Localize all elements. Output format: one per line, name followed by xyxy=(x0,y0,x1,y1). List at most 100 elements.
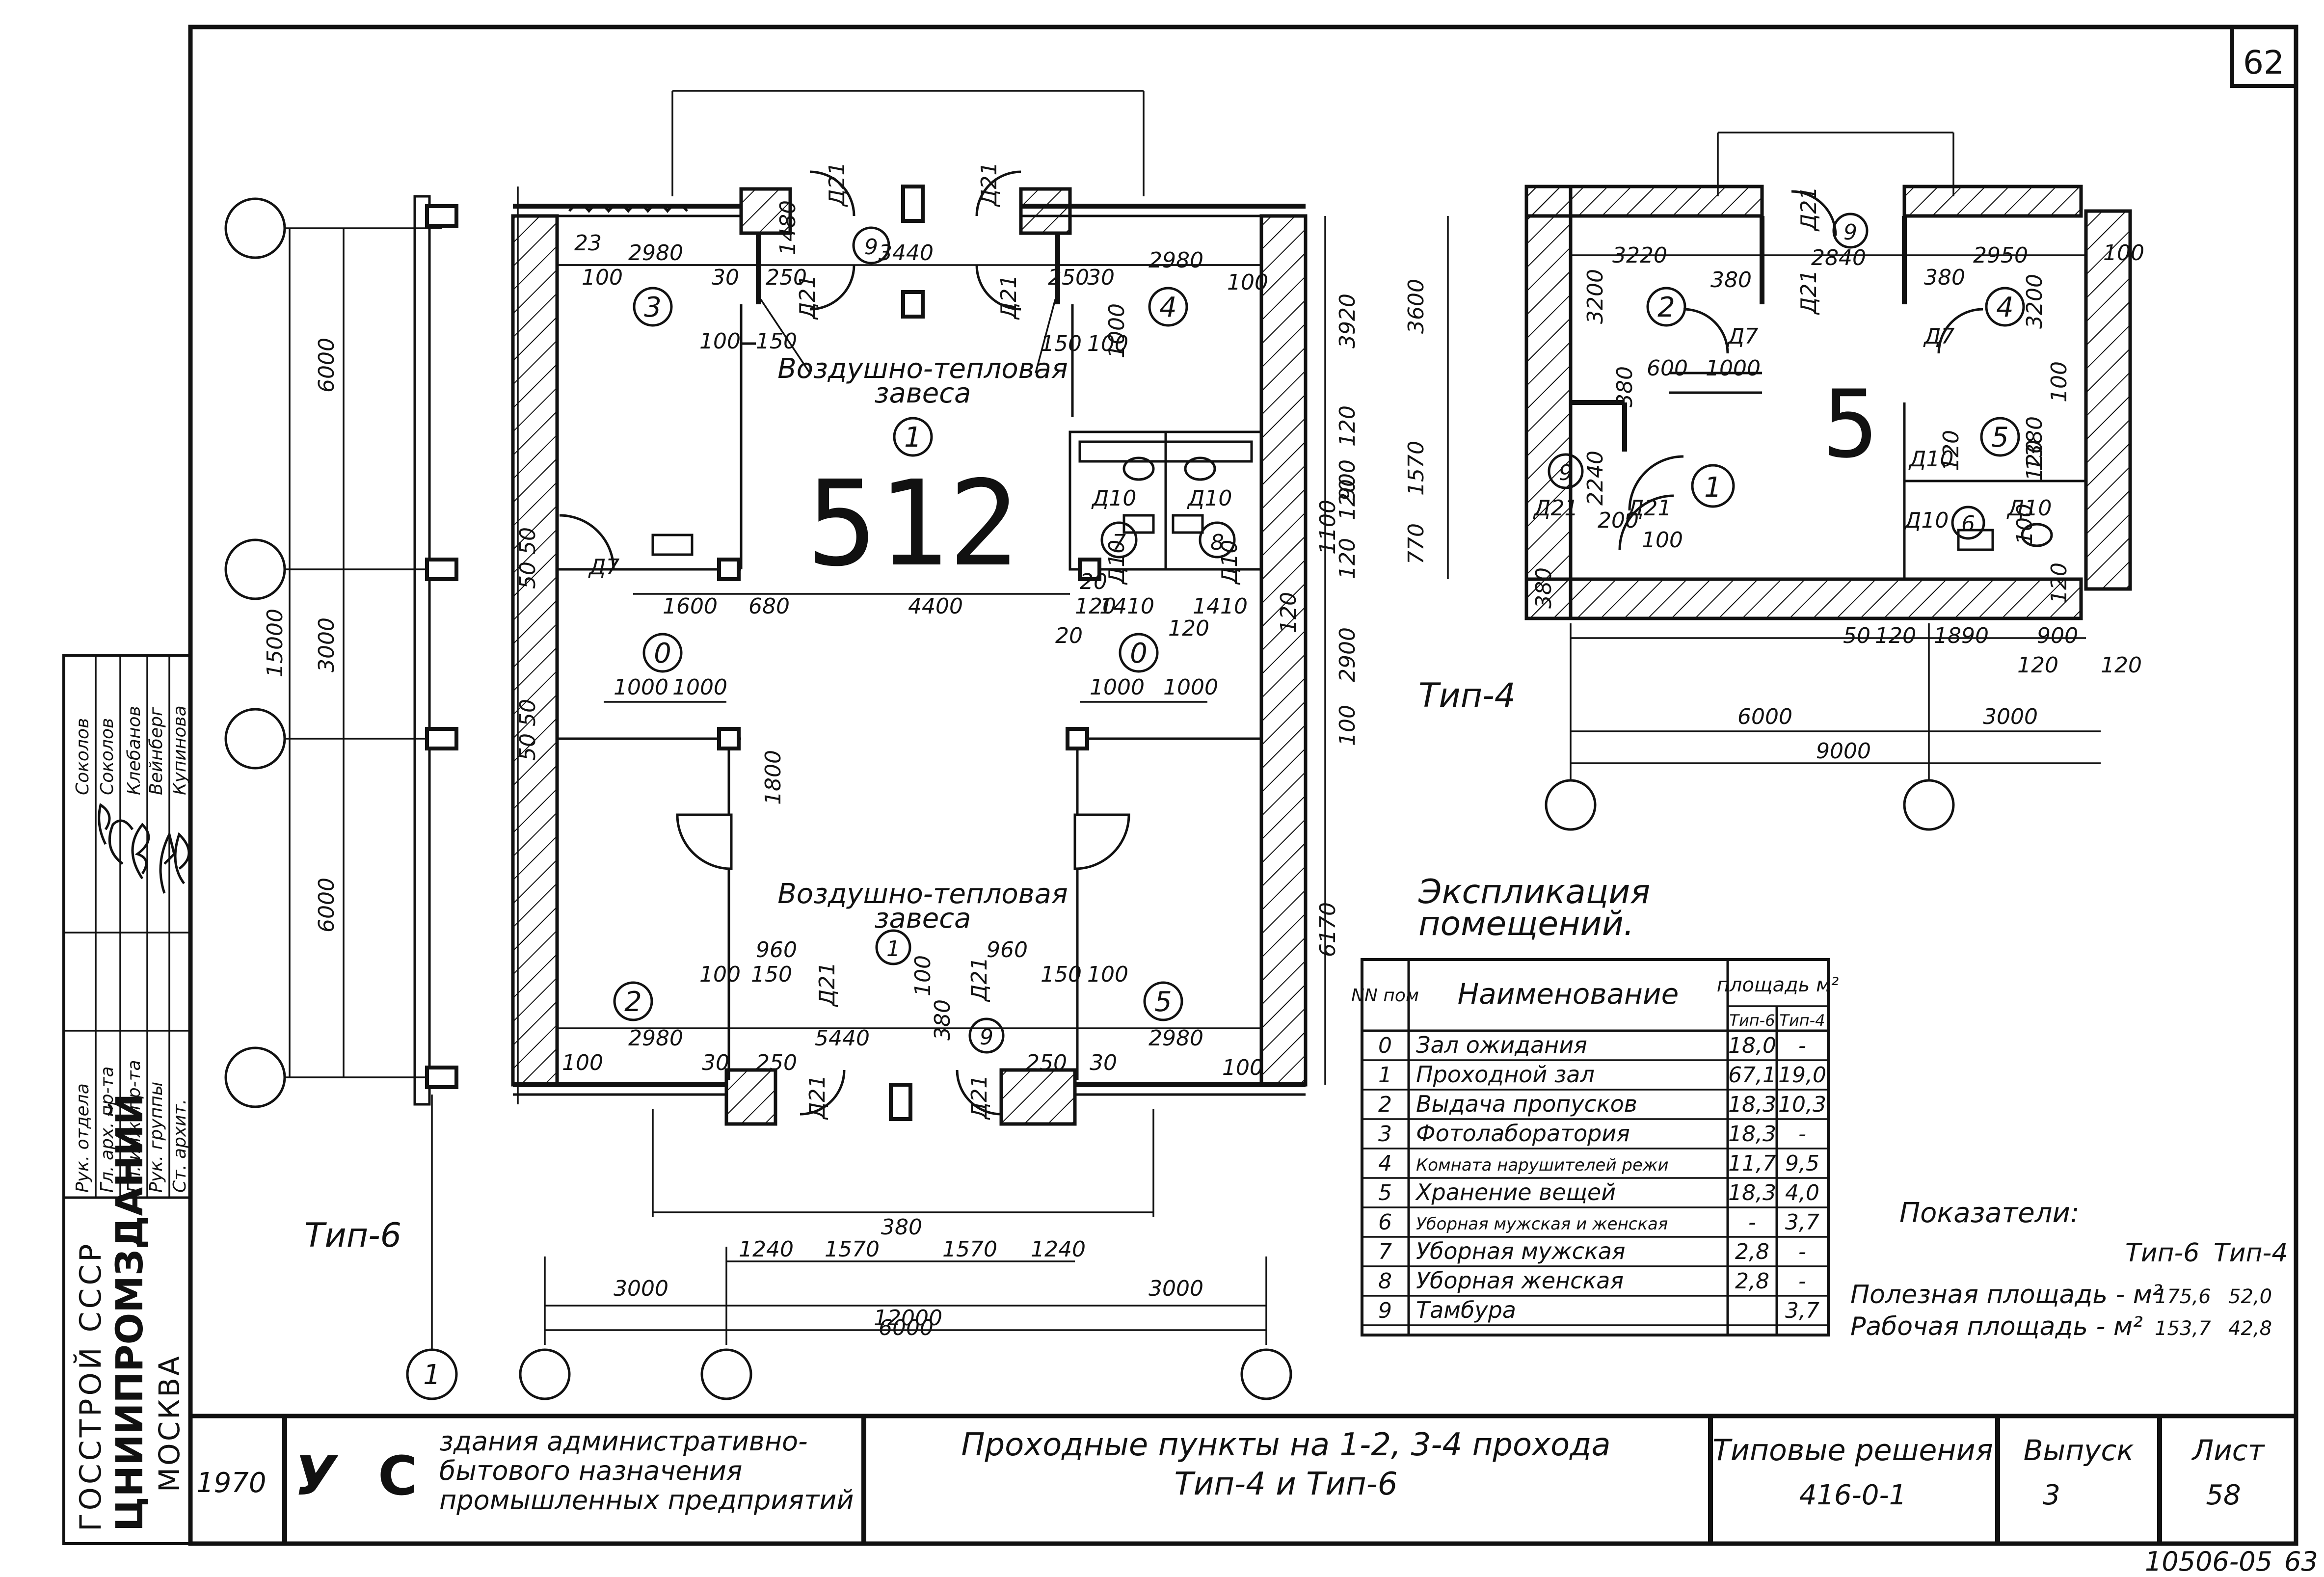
table-cell-t4: 9,5 xyxy=(1785,1151,1819,1176)
tbl-h-t6: Тип-6 xyxy=(1729,1011,1775,1030)
door-d10-1: Д10 xyxy=(1091,486,1136,511)
left-stamp: Рук. отдела Гл. арх. пр-та Гл. инж. пр-т… xyxy=(62,654,192,1545)
table-cell-name: Комната нарушителей режи xyxy=(1416,1155,1669,1175)
t4-dim-2240: 2240 xyxy=(1583,451,1608,506)
stamp-role-4: Рук. группы xyxy=(146,1082,166,1193)
table-cell-t6: 11,7 xyxy=(1728,1151,1776,1176)
table-cell-t6: 67,1 xyxy=(1728,1063,1776,1088)
door-d7: Д7 xyxy=(588,555,619,580)
t4-dim-left-770: 770 xyxy=(1404,523,1429,564)
dim-t-1480: 1480 xyxy=(775,200,801,255)
dim-t-250: 250 xyxy=(766,265,807,290)
dim-b1-1240b: 1240 xyxy=(1031,1237,1086,1262)
t4-door-2: Д21 xyxy=(1796,270,1821,315)
t4-room-1: 1 xyxy=(1704,472,1722,504)
dim-b2-6000: 6000 xyxy=(879,1315,934,1340)
indicator-row-2-t6: 153,7 xyxy=(2155,1317,2211,1340)
dim-m-50d: 50 xyxy=(515,699,540,726)
table-cell-num: 4 xyxy=(1378,1151,1392,1176)
dim-m-2980a: 2980 xyxy=(628,1026,683,1051)
stamp-role-1: Рук. отдела xyxy=(73,1083,93,1193)
table-cell-t4: - xyxy=(1798,1269,1806,1294)
dim-m-50a: 50 xyxy=(515,561,540,589)
table-cell-name: Выдача пропусков xyxy=(1416,1091,1637,1117)
explication-title-1: Экспликация xyxy=(1418,873,1650,911)
dim-m-100f: 100 xyxy=(562,1050,603,1075)
stamp-role-2: Гл. арх. пр-та xyxy=(97,1067,117,1193)
table-cell-name: Тамбура xyxy=(1416,1297,1516,1323)
door-d21-2: Д21 xyxy=(977,162,1002,207)
dim-m-1000a: 1000 xyxy=(614,675,668,700)
dim-m-100g: 100 xyxy=(1222,1055,1263,1080)
t4-dim-120b: 120 xyxy=(2022,440,2047,481)
explication-title-2: помещений. xyxy=(1418,905,1634,943)
room-0-left: 0 xyxy=(654,638,671,669)
table-cell-num: 2 xyxy=(1378,1092,1392,1117)
table-cell-num: 0 xyxy=(1378,1033,1392,1058)
room-2: 2 xyxy=(624,986,642,1018)
t4-dim-3200a: 3200 xyxy=(1583,269,1608,324)
dim-m-1800: 1800 xyxy=(761,750,786,805)
t4-dim-100c: 100 xyxy=(2047,361,2072,402)
t4-dim-b1-120a: 120 xyxy=(1875,623,1916,648)
dim-m-150c: 150 xyxy=(751,962,792,987)
t4-dim-120a: 120 xyxy=(1939,430,1964,471)
dim-b1-1570b: 1570 xyxy=(942,1237,997,1262)
wall-right xyxy=(1259,214,1308,1087)
wall-left xyxy=(511,214,559,1087)
table-cell-t4: 3,7 xyxy=(1785,1298,1819,1323)
title-mark-c: С xyxy=(378,1444,418,1507)
dim-m-960b: 960 xyxy=(987,937,1028,962)
dim-m-30b: 30 xyxy=(1090,1050,1117,1075)
t4-dim-b2-3000: 3000 xyxy=(1983,704,2038,729)
stamp-name-5: Купинова xyxy=(170,705,190,795)
table-cell-name: Уборная женская xyxy=(1416,1267,1624,1294)
door-d21-1: Д21 xyxy=(825,162,850,207)
indicators-col-t4: Тип-4 xyxy=(2214,1238,2288,1268)
table-cell-t4: 3,7 xyxy=(1785,1210,1819,1235)
t4-dim-b1-50: 50 xyxy=(1843,623,1870,648)
room-4: 4 xyxy=(1159,292,1177,323)
t4-dim-120c: 120 xyxy=(2047,562,2072,604)
dim-m-120b: 120 xyxy=(1168,616,1209,641)
table-cell-t4: - xyxy=(1798,1033,1806,1058)
axis-bubble xyxy=(224,197,286,259)
t4-door-9: Д21 xyxy=(1626,496,1671,521)
type4-label: Тип-4 xyxy=(1418,676,1516,715)
table-cell-t4: 19,0 xyxy=(1778,1063,1826,1088)
dim-m-150a: 150 xyxy=(756,329,797,354)
dim-b1-1240a: 1240 xyxy=(739,1237,794,1262)
stamp-org-3: МОСКВА xyxy=(153,1354,186,1492)
dim-m-50c: 50 xyxy=(515,733,540,761)
table-cell-num: 1 xyxy=(1378,1063,1392,1088)
room-8: 8 xyxy=(1210,530,1224,555)
axis-bubble xyxy=(224,538,286,600)
door-d21-8: Д21 xyxy=(967,1075,992,1120)
tbl-h-t4: Тип-4 xyxy=(1779,1011,1825,1030)
dim-m-150b: 150 xyxy=(1041,331,1082,356)
stamp-name-2: Соколов xyxy=(97,718,117,795)
dim-t-23: 23 xyxy=(574,231,602,256)
door-d21-5: Д21 xyxy=(815,962,840,1007)
dim-m-1410a: 1410 xyxy=(1099,594,1154,619)
dim-t-100b: 100 xyxy=(1227,270,1268,295)
dim-m-20a: 20 xyxy=(1055,623,1083,648)
table-cell-t6: 18,3 xyxy=(1728,1092,1776,1117)
t4-dim-1000: 1000 xyxy=(1706,356,1761,381)
title-category-2: бытового назначения xyxy=(439,1455,742,1486)
t4-dim-b-9000: 9000 xyxy=(1816,739,1871,764)
indicator-row-1-t6: 175,6 xyxy=(2155,1285,2211,1308)
indicators-block: Показатели: Тип-6 Тип-4 Полезная площадь… xyxy=(1850,1197,2288,1341)
indicator-row-1-name: Полезная площадь - м² xyxy=(1850,1280,2163,1310)
room-9-top: 9 xyxy=(864,235,878,260)
t4-dim-2950: 2950 xyxy=(1973,243,2028,268)
t4-dim-600: 600 xyxy=(1647,356,1688,381)
axis-bubble xyxy=(224,708,286,770)
t4-dim-1380: 1380 xyxy=(2022,416,2047,471)
room-3: 3 xyxy=(644,292,662,323)
t4-room-6: 6 xyxy=(1961,511,1975,536)
room-9-bottom: 9 xyxy=(980,1025,993,1050)
dim-t-100a: 100 xyxy=(582,265,623,290)
dim-m-1000d: 1000 xyxy=(1163,675,1218,700)
